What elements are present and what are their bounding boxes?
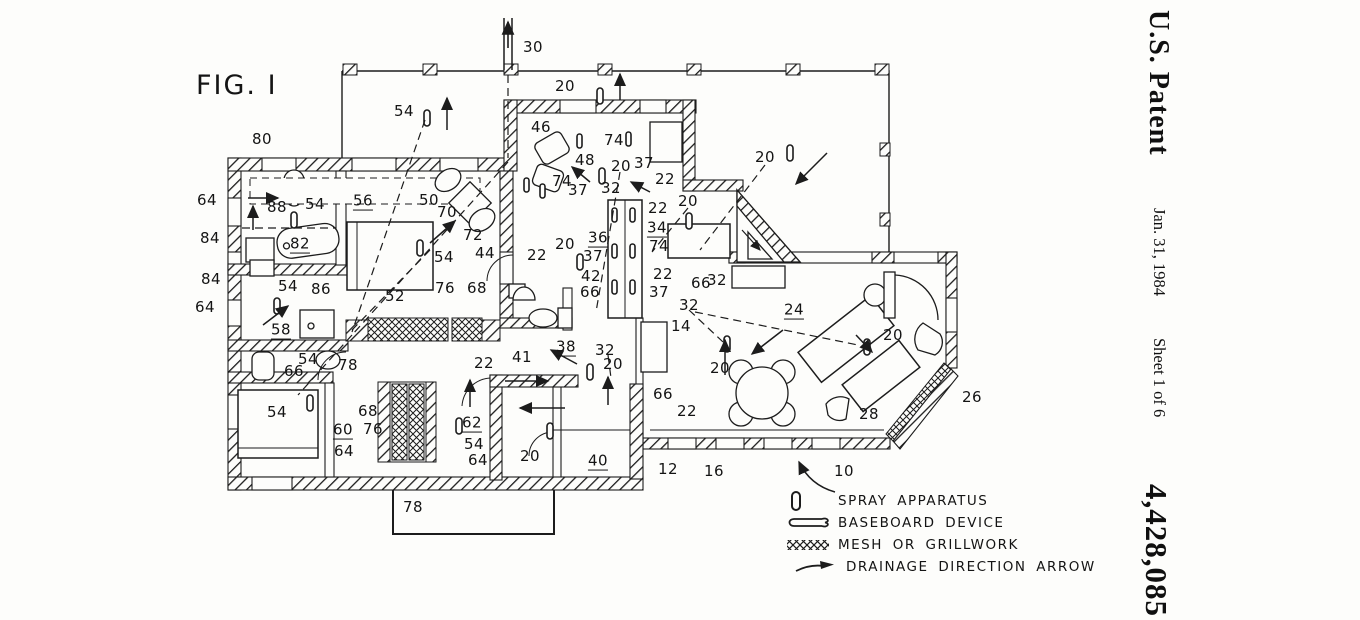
legend-label: DRAINAGE DIRECTION ARROW — [846, 559, 1096, 575]
patent-header-date: Jan. 31, 1984 — [1150, 208, 1169, 296]
mesh-or-grillwork-symbol — [786, 538, 838, 552]
corner-mesh-strip — [885, 362, 952, 442]
exterior-walls — [227, 99, 959, 491]
stoop-outline — [392, 490, 555, 535]
legend-label: MESH OR GRILLWORK — [838, 537, 1019, 553]
legend: SPRAY APPARATUS BASEBOARD DEVICE MESH OR… — [786, 490, 1096, 578]
spray-apparatus-symbols — [273, 87, 871, 440]
legend-label: SPRAY APPARATUS — [838, 493, 989, 509]
legend-row-drainage-arrow: DRAINAGE DIRECTION ARROW — [794, 556, 1096, 578]
drainage-dashed-lines — [242, 75, 859, 396]
legend-label: BASEBOARD DEVICE — [838, 515, 1005, 531]
patent-header-sheet: Sheet 1 of 6 — [1150, 338, 1169, 418]
mesh-grillwork-band — [345, 317, 501, 342]
deck-wall-hatch-marks — [342, 63, 891, 227]
patent-number: 4,428,085 — [1139, 484, 1174, 617]
legend-row-baseboard: BASEBOARD DEVICE — [786, 512, 1096, 534]
legend-row-spray: SPRAY APPARATUS — [786, 490, 1096, 512]
patent-header-title: U.S. Patent — [1143, 10, 1174, 156]
drainage-direction-arrows — [247, 72, 874, 493]
figure-label: FIG. I — [196, 70, 278, 101]
drainage-direction-arrow-symbol — [794, 559, 846, 575]
legend-row-mesh: MESH OR GRILLWORK — [786, 534, 1096, 556]
spray-apparatus-symbol — [786, 490, 838, 512]
corner-fireplace — [736, 188, 802, 263]
baseboard-device-symbol — [786, 515, 838, 531]
mesh-closet — [377, 381, 437, 463]
vent-stack — [501, 18, 515, 70]
